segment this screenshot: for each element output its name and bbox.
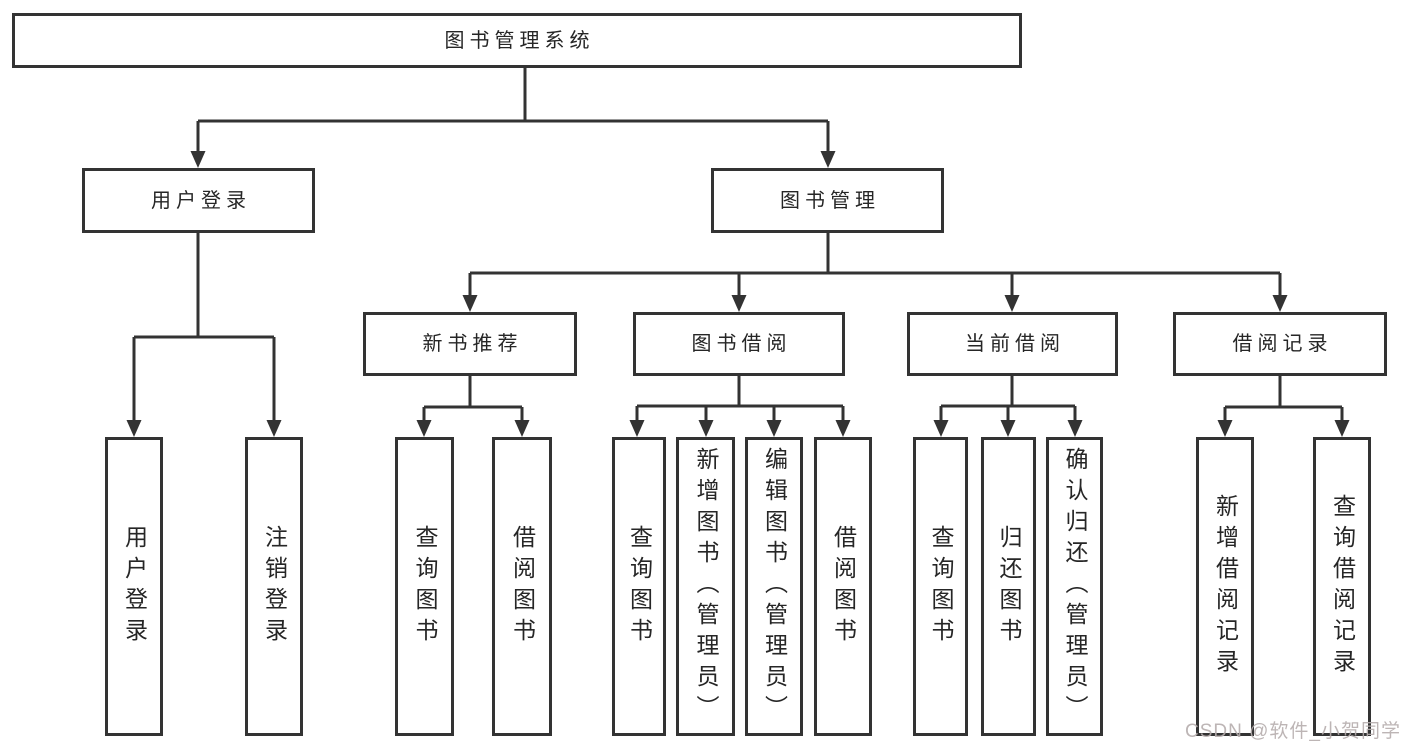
- leaf-label: 查询图书: [412, 524, 438, 649]
- leaf-label: 查询图书: [626, 524, 653, 649]
- leaf-edit-book-admin: 编辑图书（管理员）: [745, 437, 803, 736]
- node-new-book-recommend: 新书推荐: [363, 312, 577, 376]
- leaf-label: 新增图书（管理员）: [693, 447, 719, 726]
- node-label: 新书推荐: [422, 333, 523, 355]
- csdn-watermark: CSDN @软件_小贺同学: [1185, 721, 1401, 742]
- leaf-confirm-return-admin: 确认归还（管理员）: [1046, 437, 1103, 736]
- node-book-borrow: 图书借阅: [633, 312, 845, 376]
- leaf-label: 新增借阅记录: [1212, 493, 1239, 680]
- leaf-label: 用户登录: [121, 524, 148, 649]
- node-label: 当前借阅: [965, 333, 1065, 355]
- leaf-query-book-newbooks: 查询图书: [395, 437, 454, 736]
- connector-borrow-records-children: [1217, 376, 1350, 437]
- leaf-borrow-book: 借阅图书: [814, 437, 872, 736]
- leaf-borrow-book-newbooks: 借阅图书: [492, 437, 552, 736]
- connector-current-borrow-children: [933, 376, 1083, 437]
- connector-user-login-children: [126, 233, 282, 437]
- leaf-query-book-current: 查询图书: [913, 437, 968, 736]
- leaf-add-borrow-record: 新增借阅记录: [1196, 437, 1254, 736]
- node-user-login: 用户登录: [82, 168, 315, 233]
- node-label: 借阅记录: [1232, 333, 1333, 355]
- node-book-management: 图书管理: [711, 168, 944, 233]
- node-label: 图书管理: [780, 189, 880, 212]
- leaf-label: 归还图书: [996, 524, 1022, 649]
- leaf-label: 借阅图书: [830, 524, 857, 649]
- leaf-label: 确认归还（管理员）: [1062, 447, 1088, 726]
- leaf-label: 查询图书: [928, 524, 954, 649]
- node-label: 图书管理系统: [444, 29, 595, 52]
- leaf-logout: 注销登录: [245, 437, 303, 736]
- leaf-query-borrow-record: 查询借阅记录: [1313, 437, 1371, 736]
- node-root-system: 图书管理系统: [12, 13, 1022, 68]
- leaf-query-book-borrow: 查询图书: [612, 437, 666, 736]
- node-borrow-records: 借阅记录: [1173, 312, 1387, 376]
- leaf-label: 注销登录: [261, 524, 288, 649]
- connector-book-mgmt-children: [462, 233, 1288, 312]
- leaf-label: 查询借阅记录: [1329, 493, 1356, 680]
- leaf-label: 借阅图书: [509, 524, 536, 649]
- leaf-add-book-admin: 新增图书（管理员）: [676, 437, 735, 736]
- node-label: 图书借阅: [691, 333, 792, 355]
- leaf-user-login: 用户登录: [105, 437, 163, 736]
- connector-root-to-level1: [190, 68, 836, 168]
- connector-book-borrow-children: [629, 376, 851, 437]
- node-current-borrow: 当前借阅: [907, 312, 1118, 376]
- leaf-return-book: 归还图书: [981, 437, 1036, 736]
- node-label: 用户登录: [151, 189, 251, 212]
- leaf-label: 编辑图书（管理员）: [761, 447, 788, 726]
- connector-new-books-children: [416, 376, 530, 437]
